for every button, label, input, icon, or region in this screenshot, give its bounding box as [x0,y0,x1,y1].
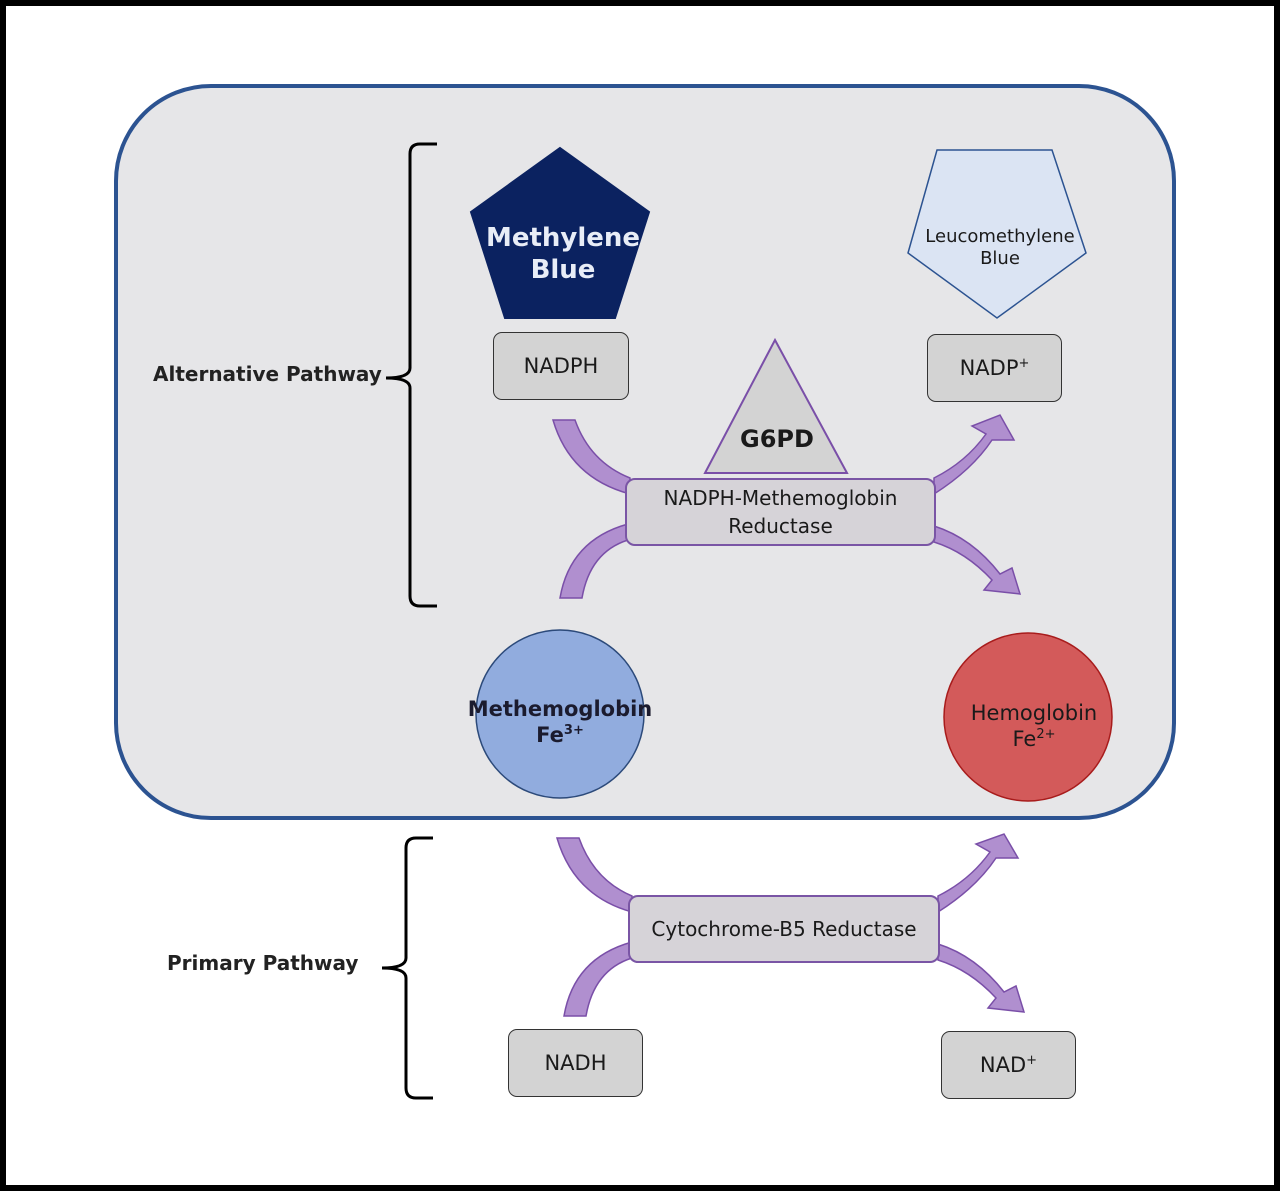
primary-pathway-brace [381,836,433,1100]
cytochrome-b5-reductase-box: Cytochrome-B5 Reductase [628,895,940,963]
nadp-base: NADP [959,356,1019,380]
hemoglobin-charge: 2+ [1036,727,1056,742]
nadph-methemoglobin-reductase-box: NADPH-Methemoglobin Reductase [625,478,936,546]
leucomethylene-blue-pentagon [907,149,1087,319]
nadph-box: NADPH [493,332,629,400]
alternative-pathway-container [114,84,1176,820]
methemoglobin-charge: 3+ [563,723,584,738]
alternative-pathway-brace [385,142,437,608]
nad-base: NAD [979,1053,1027,1077]
hemoglobin-circle [943,632,1113,802]
methemoglobin-circle [475,629,645,799]
primary-pathway-label: Primary Pathway [167,951,359,975]
hemoglobin-ion: Fe2+ [1012,726,1055,752]
arrow-methemoglobin-primary-in [555,837,633,913]
hemoglobin-name: Hemoglobin [970,700,1098,725]
arrow-nadh-in [563,941,633,1017]
nadp-box: NADP+ [927,334,1062,402]
nad-label: NAD+ [980,1053,1037,1077]
methemoglobin-ion-symbol: Fe [536,723,564,747]
nad-box: NAD+ [941,1031,1076,1099]
cytochrome-b5-reductase-label: Cytochrome-B5 Reductase [651,917,917,941]
arrow-to-hemoglobin [933,524,1022,595]
methemoglobin-name: Methemoglobin [467,696,653,721]
leucomethylene-blue-label: Leucomethylene Blue [925,225,1075,270]
hemoglobin-label: Hemoglobin Fe2+ [954,698,1114,754]
nadp-charge: + [1018,356,1030,371]
nadh-label: NADH [544,1051,607,1075]
arrow-to-hemoglobin-primary [937,833,1020,914]
alternative-pathway-label: Alternative Pathway [153,362,382,386]
nadp-label: NADP+ [960,356,1030,380]
hemoglobin-ion-symbol: Fe [1012,727,1037,751]
nadph-methemoglobin-reductase-label: NADPH-Methemoglobin Reductase [663,486,898,538]
methemoglobin-label: Methemoglobin Fe3+ [468,694,653,750]
arrow-to-nad [937,942,1026,1013]
nadh-box: NADH [508,1029,643,1097]
g6pd-triangle [703,337,849,474]
methylene-blue-label: Methylene Blue [485,222,641,286]
arrow-to-nadp [933,414,1016,496]
g6pd-label: G6PD [740,425,814,453]
nad-charge: + [1026,1053,1038,1068]
methylene-blue-pentagon [469,146,651,319]
nadph-label: NADPH [523,354,599,378]
methemoglobin-ion: Fe3+ [536,722,584,748]
